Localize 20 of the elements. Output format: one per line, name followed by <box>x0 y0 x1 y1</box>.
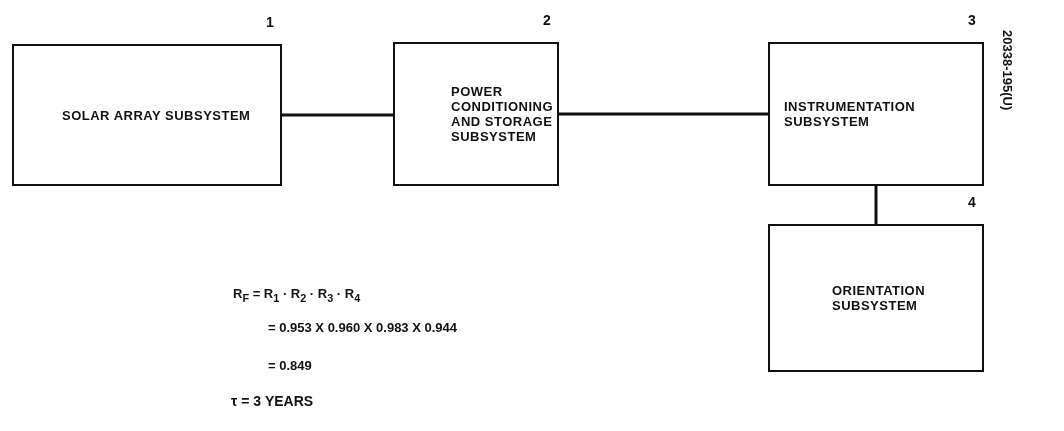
box-label: POWER CONDITIONING AND STORAGE SUBSYSTEM <box>451 84 555 144</box>
callout-number: 3 <box>968 12 976 28</box>
drawing-number: 20338-195(U) <box>1000 30 1015 111</box>
subsystem-box <box>768 224 984 372</box>
connector-line <box>874 186 878 224</box>
formula-text: τ = 3 YEARS <box>231 393 314 409</box>
formula-text: = 0.849 <box>268 358 312 373</box>
box-label: ORIENTATION SUBSYSTEM <box>832 283 927 313</box>
formula-text: R$_{F}$ = R$_{1}$ · R$_{2}$ · R$_{3}$ · R$_{4}$ <box>233 286 361 304</box>
box-label: INSTRUMENTATION SUBSYSTEM <box>784 99 917 129</box>
connector-line <box>282 113 393 117</box>
callout-number: 4 <box>968 194 976 210</box>
subsystem-box <box>393 42 559 186</box>
box-label: SOLAR ARRAY SUBSYSTEM <box>62 107 251 123</box>
callout-number: 2 <box>543 12 551 28</box>
formula-text: = 0.953 X 0.960 X 0.983 X 0.944 <box>268 320 457 335</box>
callout-number: 1 <box>266 14 274 30</box>
subsystem-box <box>12 44 282 186</box>
connector-line <box>559 112 768 116</box>
subsystem-box <box>768 42 984 186</box>
